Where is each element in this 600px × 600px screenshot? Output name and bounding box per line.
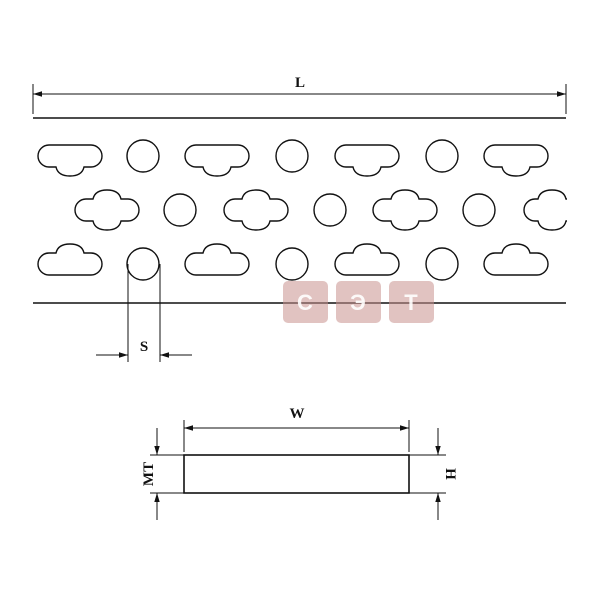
width-label: W (290, 406, 305, 422)
slot-row2-1 (74, 189, 140, 231)
slot-row1-3 (334, 144, 400, 177)
spacing-dimension: S (96, 264, 192, 362)
round-hole-row3-3 (425, 247, 459, 281)
round-hole-row3-2 (275, 247, 309, 281)
strip-break-mask (567, 119, 600, 302)
metal-thickness-label: MT (141, 462, 157, 486)
slot-row1-2 (184, 144, 250, 177)
spacing-label: S (140, 339, 148, 355)
round-hole-row1-3 (425, 139, 459, 173)
length-dimension: L (32, 75, 567, 114)
length-label: L (295, 75, 305, 91)
slot-row1-4 (483, 144, 549, 177)
round-hole-row2-1 (163, 193, 197, 227)
round-hole-row2-3 (462, 193, 496, 227)
svg-text:Т: Т (404, 290, 418, 315)
slot-row1-1 (37, 144, 103, 177)
slot-row2-3 (372, 189, 438, 231)
slot-row3-4 (483, 243, 549, 276)
round-hole-row2-2 (313, 193, 347, 227)
round-hole-row1-1 (126, 139, 160, 173)
slot-row3-3 (334, 243, 400, 276)
round-hole-row3-1 (126, 247, 160, 281)
watermark-logo: С Э Т (283, 281, 434, 323)
svg-text:С: С (297, 290, 313, 315)
slot-row3-2 (184, 243, 250, 276)
cross-section: W MT H (141, 406, 458, 520)
slot-row3-1 (37, 243, 103, 276)
slot-row2-2 (223, 189, 289, 231)
perforation-pattern (37, 119, 600, 302)
cross-section-profile (183, 454, 410, 494)
round-hole-row1-2 (275, 139, 309, 173)
height-label: H (442, 468, 458, 480)
svg-text:Э: Э (350, 290, 366, 315)
